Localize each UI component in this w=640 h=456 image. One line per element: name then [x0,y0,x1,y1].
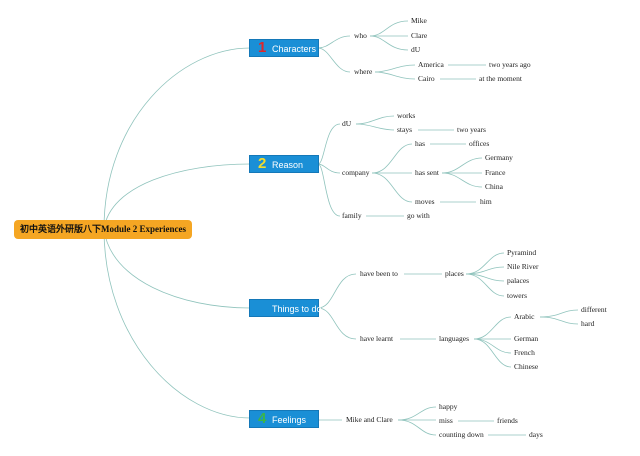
node-french[interactable]: French [514,348,535,357]
node-mike[interactable]: Mike [411,16,427,25]
node-miss[interactable]: miss [439,416,453,425]
topic-label: Reason [272,160,304,170]
node-has-sent[interactable]: has sent [415,168,439,177]
topic-label: Feelings [272,415,307,425]
node-stays[interactable]: stays [397,125,412,134]
node-chinese[interactable]: Chinese [514,362,539,371]
node-german[interactable]: German [514,334,539,343]
node-works[interactable]: works [397,111,416,120]
node-at-the-moment[interactable]: at the moment [479,74,522,83]
topic-reason[interactable]: 2 Reason [249,155,319,173]
node-hard[interactable]: hard [581,319,595,328]
node-happy[interactable]: happy [439,402,458,411]
number-2-icon: 2 [258,155,267,172]
node-have-learnt[interactable]: have learnt [360,334,394,343]
topic-label: Characters [272,44,317,54]
node-have-been-to[interactable]: have been to [360,269,398,278]
number-1-icon: 1 [258,39,267,56]
node-towers[interactable]: towers [507,291,527,300]
number-4-icon: 4 [258,410,267,427]
node-pyramind[interactable]: Pyramind [507,248,537,257]
node-arabic[interactable]: Arabic [514,312,535,321]
node-moves[interactable]: moves [415,197,435,206]
node-cairo[interactable]: Cairo [418,74,435,83]
node-has[interactable]: has [415,139,425,148]
node-palaces[interactable]: palaces [507,276,530,285]
node-go-with[interactable]: go with [407,211,430,220]
node-clare[interactable]: Clare [411,31,428,40]
topic-label: Things to do [272,304,322,314]
node-du-reason[interactable]: dU [342,119,352,128]
node-mike-and-clare[interactable]: Mike and Clare [346,415,393,424]
topic-feelings[interactable]: 4 Feelings [249,410,319,428]
node-him[interactable]: him [480,197,492,206]
node-nile-river[interactable]: Nile River [507,262,539,271]
node-america[interactable]: America [418,60,444,69]
node-different[interactable]: different [581,305,607,314]
node-who[interactable]: who [354,31,367,40]
node-france[interactable]: France [485,168,506,177]
root-node[interactable]: 初中英语外研版八下Module 2 Experiences [14,220,192,239]
topic-characters[interactable]: 1 Characters [249,39,319,57]
node-days[interactable]: days [529,430,543,439]
node-languages[interactable]: languages [439,334,469,343]
node-du[interactable]: dU [411,45,421,54]
node-places[interactable]: places [445,269,464,278]
topic-things-to-do[interactable]: Things to do [249,299,322,317]
node-counting-down[interactable]: counting down [439,430,484,439]
node-two-years[interactable]: two years [457,125,486,134]
node-offices[interactable]: offices [469,139,490,148]
node-company[interactable]: company [342,168,370,177]
node-family[interactable]: family [342,211,362,220]
node-where[interactable]: where [354,67,373,76]
node-friends[interactable]: friends [497,416,518,425]
node-two-years-ago[interactable]: two years ago [489,60,531,69]
node-germany[interactable]: Germany [485,153,513,162]
node-china[interactable]: China [485,182,503,191]
